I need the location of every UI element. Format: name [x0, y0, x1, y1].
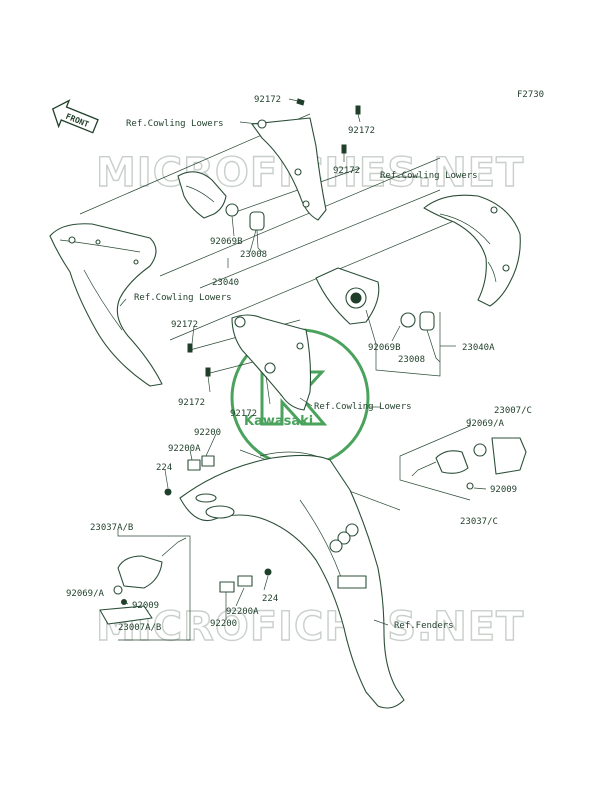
cowling-lower-right: [423, 194, 521, 307]
label-23037ab: 23037A/B: [90, 523, 133, 533]
label-92172-c: 92172: [171, 320, 198, 330]
label-23008-b: 23008: [398, 355, 425, 365]
turn-signal-bracket-front-right: [315, 267, 441, 363]
label-92069a-left: 92069/A: [66, 589, 105, 599]
label-92200-b: 92200: [210, 619, 237, 629]
turn-signal-rear-left: [99, 537, 187, 625]
label-92172-e: 92172: [230, 409, 257, 419]
cowling-lower-left: [49, 223, 163, 387]
label-224-a: 224: [156, 463, 172, 473]
label-23040a: 23040A: [462, 343, 495, 353]
turn-signal-bracket-front-left: [177, 171, 265, 253]
label-92200a-b: 92200A: [226, 607, 259, 617]
label-92172-d: 92172: [178, 398, 205, 408]
turn-signal-rear-right: [411, 437, 527, 490]
bracket-92200a-lower: [237, 575, 253, 587]
label-ref-cowling-4: Ref.Cowling Lowers: [314, 402, 412, 412]
bracket-92200-lower: [219, 581, 235, 593]
label-92172-a: 92172: [348, 126, 375, 136]
label-224-b: 224: [262, 594, 278, 604]
label-23037c: 23037/C: [460, 517, 498, 527]
rear-fender: [179, 451, 405, 709]
label-23040: 23040: [212, 278, 239, 288]
label-23007ab: 23007A/B: [118, 623, 161, 633]
front-arrow-icon: FRONT: [51, 99, 99, 134]
label-92069b-b: 92069B: [368, 343, 401, 353]
leader-lines: [117, 98, 487, 641]
label-23007c: 23007/C: [494, 406, 532, 416]
mount-plate-middle: [231, 314, 312, 411]
label-92009-right: 92009: [490, 485, 517, 495]
bracket-92200-upper: [187, 459, 201, 471]
label-ref-cowling-1: Ref.Cowling Lowers: [126, 119, 224, 129]
mount-plate-upper: [251, 117, 327, 221]
label-92009-left: 92009: [132, 601, 159, 611]
label-92200-a: 92200: [194, 428, 221, 438]
logo-text: Kawasaki: [244, 414, 313, 429]
figure-code: F2730: [517, 90, 544, 100]
bracket-92200a-upper: [201, 455, 215, 467]
label-92200a-a: 92200A: [168, 444, 201, 454]
watermark-bottom: MICROFICHES.NET: [96, 604, 524, 650]
label-92172-top: 92172: [254, 95, 281, 105]
label-ref-cowling-2: Ref.Cowling Lowers: [380, 171, 478, 181]
label-23008-a: 23008: [240, 250, 267, 260]
label-ref-fenders: Ref.Fenders: [394, 621, 454, 631]
label-ref-cowling-3: Ref.Cowling Lowers: [134, 293, 232, 303]
label-92069a-right: 92069/A: [466, 419, 505, 429]
label-92069b-a: 92069B: [210, 237, 243, 247]
label-92172-b: 92172: [333, 166, 360, 176]
